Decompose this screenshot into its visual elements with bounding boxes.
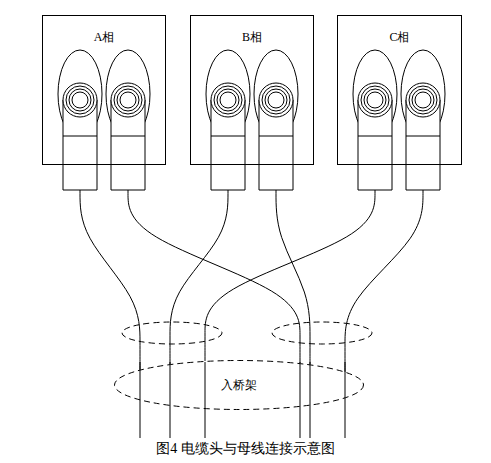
cable-line — [205, 165, 375, 361]
zone-label: 入桥架 — [114, 378, 364, 392]
cable-head — [106, 50, 150, 190]
cable-tray-zone: 入桥架 — [114, 360, 364, 410]
phase-box: B相 — [190, 15, 314, 165]
cable-bundle-ring — [122, 322, 372, 344]
cable-head — [58, 50, 102, 190]
cable-line — [128, 165, 300, 363]
cable-head — [206, 50, 250, 190]
cable-line — [276, 165, 310, 364]
cable-head — [254, 50, 298, 190]
cable-head — [353, 50, 397, 190]
cable-line — [170, 165, 228, 364]
bushings — [58, 50, 445, 190]
phase-label: B相 — [191, 16, 313, 44]
phase-label: C相 — [338, 16, 461, 44]
cable-head — [401, 50, 445, 190]
cable-line — [345, 165, 423, 372]
phase-box: A相 — [42, 15, 166, 165]
phase-label: A相 — [43, 16, 165, 44]
cable-tails — [140, 362, 345, 438]
figure-caption: 图4 电缆头与母线连接示意图 — [0, 441, 491, 458]
phase-box: C相 — [337, 15, 462, 165]
